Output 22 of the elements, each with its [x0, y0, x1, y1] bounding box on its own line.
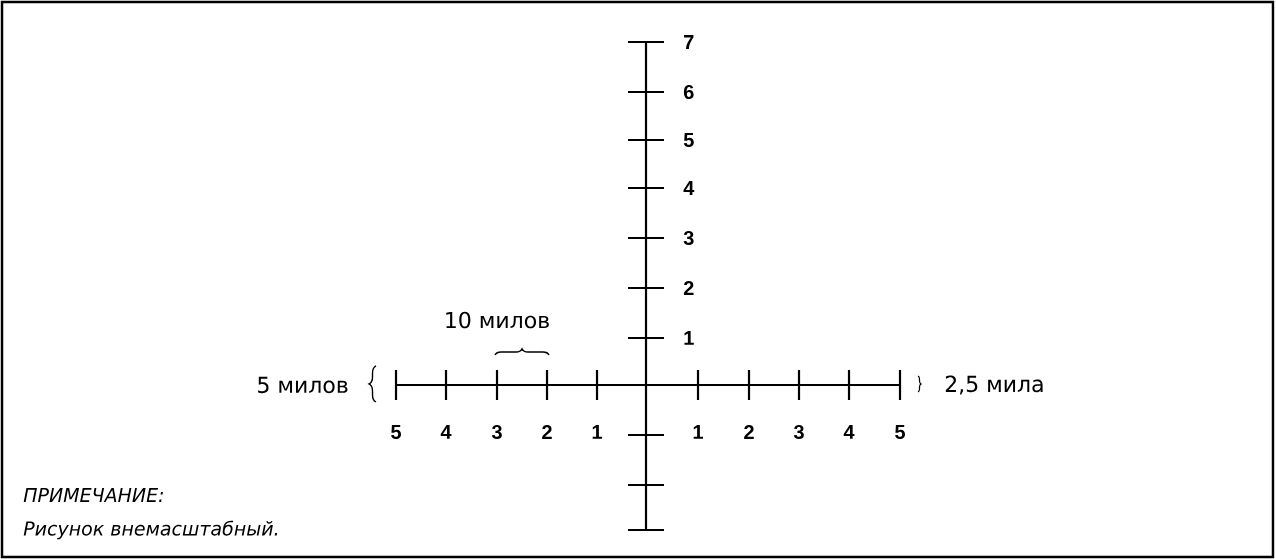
tick-number: 3 [491, 424, 502, 440]
tick-number: 5 [391, 425, 401, 439]
note-text: Рисунок внемасштабный. [23, 520, 278, 540]
tick-number: 4 [683, 181, 695, 195]
dimension-label: 10 милов [446, 311, 549, 329]
tick-number: 3 [793, 424, 804, 440]
tick-number: 7 [684, 35, 694, 49]
tick-number: 2 [683, 281, 694, 295]
tick-number: 2 [744, 425, 754, 439]
tick-number: 4 [843, 425, 855, 439]
tick-number: 4 [440, 425, 452, 439]
tick-number: 2 [542, 425, 552, 439]
tick-number: 1 [684, 331, 694, 345]
dimension-label: 5 милов [258, 376, 348, 394]
tick-number: 5 [895, 425, 905, 439]
tick-number: 6 [683, 84, 694, 100]
note-text: ПРИМЕЧАНИЕ: [23, 488, 163, 502]
tick-number: 1 [592, 425, 602, 439]
tick-number: 5 [683, 133, 694, 147]
dimension-label: 2,5 мила [945, 375, 1043, 395]
tick-number: 1 [693, 425, 703, 439]
tick-number: 3 [683, 230, 694, 246]
